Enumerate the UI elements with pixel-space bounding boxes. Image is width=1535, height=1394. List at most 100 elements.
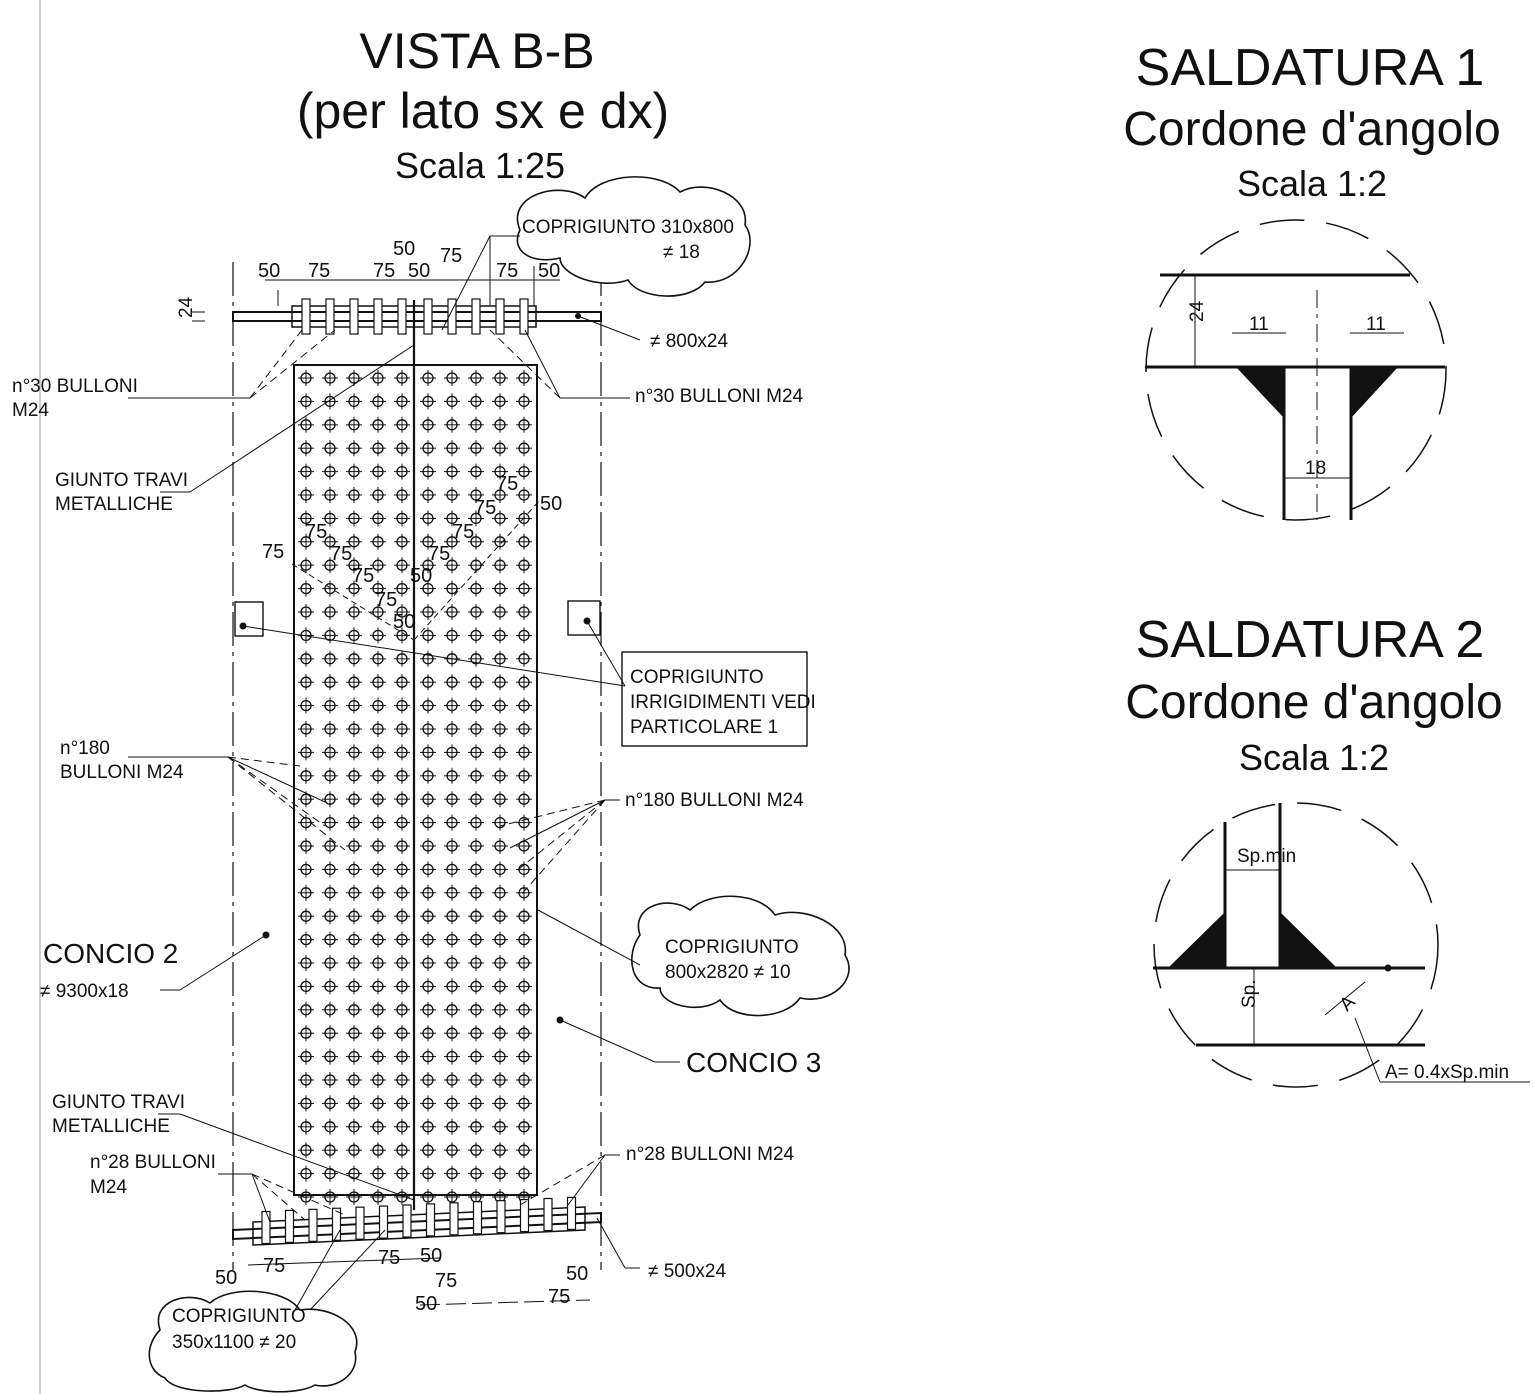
weld1-dim-11a: 11 [1249,314,1269,335]
cloud-top [516,176,751,297]
leader [524,329,561,399]
label-concio3: CONCIO 3 [686,1047,821,1078]
cloud-web [631,895,850,1017]
label-copri-bot-2: 350x1100 ≠ 20 [172,1332,296,1353]
dim-top: 75 [496,260,518,282]
dim-web: 75 [428,543,450,565]
leader [189,344,415,493]
dim-web: 75 [330,543,352,565]
bolt-shank [378,1205,389,1239]
weld1-fillet-right [1351,367,1398,418]
label-bolts-top-left: n°30 BULLONI [12,376,138,397]
label-bolts180-left-2: BULLONI M24 [60,762,184,783]
dim-web: 50 [540,493,562,515]
bolt-shank [495,298,505,335]
label-bolts28-right: n°28 BULLONI M24 [626,1144,795,1165]
leader [514,799,606,873]
label-plate-top: ≠ 800x24 [650,331,728,352]
dim-web: 75 [305,521,327,543]
weld1-subtitle: Cordone d'angolo [1123,103,1500,156]
leader-dot [575,313,581,319]
label-bolts180-right: n°180 BULLONI M24 [625,790,804,811]
leader [537,909,641,966]
dim-web: 75 [452,521,474,543]
weld2-dim-line [1324,981,1366,1016]
view-subtitle: (per lato sx e dx) [297,83,669,139]
weld2-fillet-left [1168,912,1225,968]
bolt-shank [284,1209,295,1244]
bolt-shank [308,1208,318,1242]
label-concio2-dim: ≠ 9300x18 [40,981,129,1002]
dim-web: 75 [496,473,518,495]
bolt-shank [471,298,481,335]
bolt-shank [543,1197,553,1232]
leader [499,799,606,827]
bolt-shank [447,298,457,335]
leader [519,1154,606,1206]
leader [559,1019,656,1063]
bolt-shank [301,298,311,335]
bolt-shank [519,1198,530,1233]
leader [251,1173,306,1221]
label-giunto-2: GIUNTO TRAVI [52,1092,185,1113]
leader [242,625,626,687]
dim-top: 75 [440,245,462,267]
leader [249,329,336,399]
label-bolts-top-right: n°30 BULLONI M24 [635,386,804,407]
leader [251,1173,271,1223]
leader [251,1173,346,1216]
bolt-shank [425,1203,436,1237]
label-bolts180-left: n°180 [60,738,110,759]
leader [489,329,561,399]
note-box-irrigidimenti [621,651,808,747]
dim-web: 75 [352,565,374,587]
bolt-shank [325,298,335,335]
leader [227,756,326,803]
weld1-dim-24: 24 [1187,300,1208,322]
web-dim-line [413,499,541,641]
label-bolts28-left-2: M24 [90,1177,127,1198]
leader [179,934,267,991]
top-flange [232,311,602,322]
dim-bottom: 50 [566,1263,588,1285]
leader [441,235,491,331]
dim-bottom: 50 [415,1293,437,1315]
weld1-scale: Scala 1:2 [1237,163,1387,204]
label-bolts-top-left-m: M24 [12,400,49,421]
bolt-shank [472,1201,483,1235]
dim-web: 75 [375,589,397,611]
dim-bottom: 50 [420,1245,442,1267]
web-dim-line [291,563,415,641]
leader [179,1113,415,1201]
top-bolt-row [301,298,529,335]
dim-bottom: 75 [548,1286,570,1308]
weld2-detail-circle [1153,802,1439,1088]
bottom-dim-line [247,1257,441,1266]
weld1-title: SALDATURA 1 [1136,39,1485,97]
bolt-shank [449,1202,459,1236]
label-copri-irr-1: COPRIGIUNTO [630,667,764,688]
weld2-title: SALDATURA 2 [1136,611,1485,669]
leader [586,620,626,687]
label-copri-irr-3: PARTICOLARE 1 [630,717,778,738]
bolt-shank [519,298,529,335]
weld2-spmin: Sp.min [1237,846,1296,867]
weld2-sp: Sp. [1239,979,1260,1008]
weld1-dim-11b: 11 [1366,314,1386,335]
bolt-shank [261,1210,271,1245]
weld2-formula: A= 0.4xSp.min [1385,1062,1509,1083]
dim-top: 75 [373,260,395,282]
bolt-shank [349,298,359,335]
leader [519,799,606,897]
leader [294,1229,341,1311]
dim-bottom: 50 [215,1267,237,1289]
leader-dot [262,931,270,939]
dim-top: 50 [393,238,415,260]
weld1-detail-circle [1145,219,1447,521]
leader [596,1217,626,1269]
stiffener-right [567,600,601,636]
weld2-fillet-right [1280,912,1337,968]
dim-web: 50 [410,565,432,587]
weld1-fillet-left [1236,367,1284,418]
